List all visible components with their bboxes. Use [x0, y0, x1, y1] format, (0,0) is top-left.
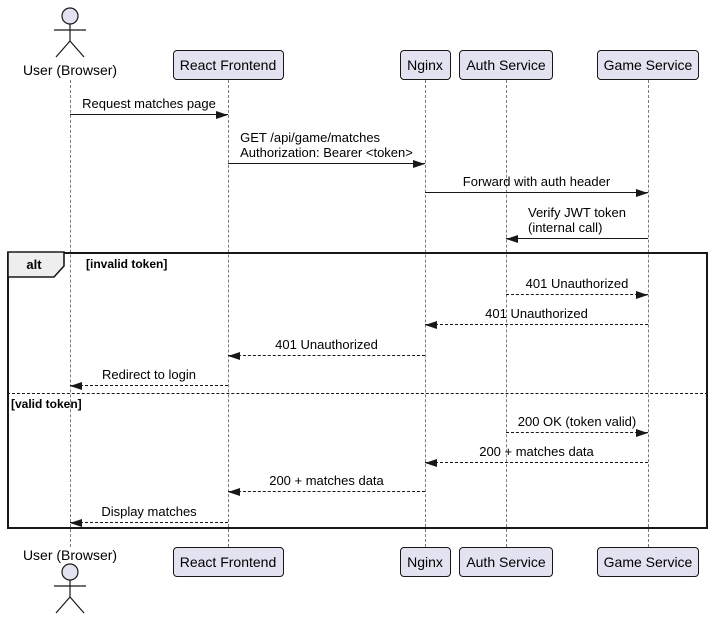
message-arrowhead-9 — [425, 459, 437, 467]
message-arrowhead-6 — [228, 352, 240, 360]
message-label-6: 401 Unauthorized — [228, 337, 425, 352]
message-line-2 — [425, 192, 648, 193]
message-arrowhead-7 — [70, 382, 82, 390]
message-line-4 — [506, 294, 648, 295]
message-label-10: 200 + matches data — [228, 473, 425, 488]
lifeline-react — [228, 80, 229, 547]
message-arrowhead-2 — [636, 189, 648, 197]
participant-auth-top: Auth Service — [459, 50, 553, 80]
message-text-7: Redirect to login — [102, 367, 196, 382]
message-text-10: 200 + matches data — [269, 473, 384, 488]
participant-user-bottom: User (Browser) — [22, 547, 118, 563]
actor-figure-bottom — [47, 562, 93, 616]
participant-user-top: User (Browser) — [22, 62, 118, 78]
message-label-0: Request matches page — [70, 96, 228, 111]
actor-figure-top — [47, 6, 93, 60]
message-text-11: Display matches — [101, 504, 197, 519]
participant-nginx-top: Nginx — [399, 50, 451, 80]
message-line-0 — [70, 114, 228, 115]
alt-frame — [7, 252, 708, 529]
message-label-11: Display matches — [70, 504, 228, 519]
lifeline-user — [70, 80, 71, 547]
message-arrowhead-11 — [70, 519, 82, 527]
message-text-6: 401 Unauthorized — [275, 337, 378, 352]
message-arrowhead-10 — [228, 488, 240, 496]
message-label-8: 200 OK (token valid) — [506, 414, 648, 429]
lifeline-game — [648, 80, 649, 547]
svg-text:alt: alt — [26, 257, 42, 272]
message-text-0: Request matches page — [82, 96, 216, 111]
message-line-10 — [228, 491, 425, 492]
participant-react-top: React Frontend — [172, 50, 284, 80]
message-label-2: Forward with auth header — [425, 174, 648, 189]
lifeline-auth — [506, 80, 507, 547]
participant-game-bottom: Game Service — [597, 547, 699, 577]
message-text-3: Verify JWT token(internal call) — [527, 205, 626, 235]
message-arrowhead-8 — [636, 429, 648, 437]
participant-react-bottom: React Frontend — [172, 547, 284, 577]
message-arrowhead-1 — [413, 160, 425, 168]
message-label-7: Redirect to login — [70, 367, 228, 382]
message-line-9 — [425, 462, 648, 463]
message-label-5: 401 Unauthorized — [425, 306, 648, 321]
alt-guard-1: [valid token] — [11, 397, 82, 411]
message-label-4: 401 Unauthorized — [506, 276, 648, 291]
message-arrowhead-5 — [425, 321, 437, 329]
lifeline-nginx — [425, 80, 426, 547]
participant-auth-bottom: Auth Service — [459, 547, 553, 577]
participant-game-top: Game Service — [597, 50, 699, 80]
alt-guard-0: [invalid token] — [86, 257, 168, 271]
message-arrowhead-3 — [506, 235, 518, 243]
message-label-9: 200 + matches data — [425, 444, 648, 459]
message-line-3 — [506, 238, 648, 239]
message-text-9: 200 + matches data — [479, 444, 594, 459]
message-text-2: Forward with auth header — [462, 174, 611, 189]
alt-frame-label: alt — [7, 251, 67, 279]
message-label-3: Verify JWT token(internal call) — [506, 205, 648, 235]
message-text-4: 401 Unauthorized — [525, 276, 629, 291]
participant-nginx-bottom: Nginx — [399, 547, 451, 577]
message-line-1 — [228, 163, 425, 164]
message-line-7 — [70, 385, 228, 386]
alt-divider — [7, 393, 708, 394]
message-line-11 — [70, 522, 228, 523]
message-line-5 — [425, 324, 648, 325]
message-arrowhead-4 — [636, 291, 648, 299]
message-line-8 — [506, 432, 648, 433]
message-text-8: 200 OK (token valid) — [517, 414, 637, 429]
message-arrowhead-0 — [216, 111, 228, 119]
message-text-5: 401 Unauthorized — [485, 306, 588, 321]
message-line-6 — [228, 355, 425, 356]
